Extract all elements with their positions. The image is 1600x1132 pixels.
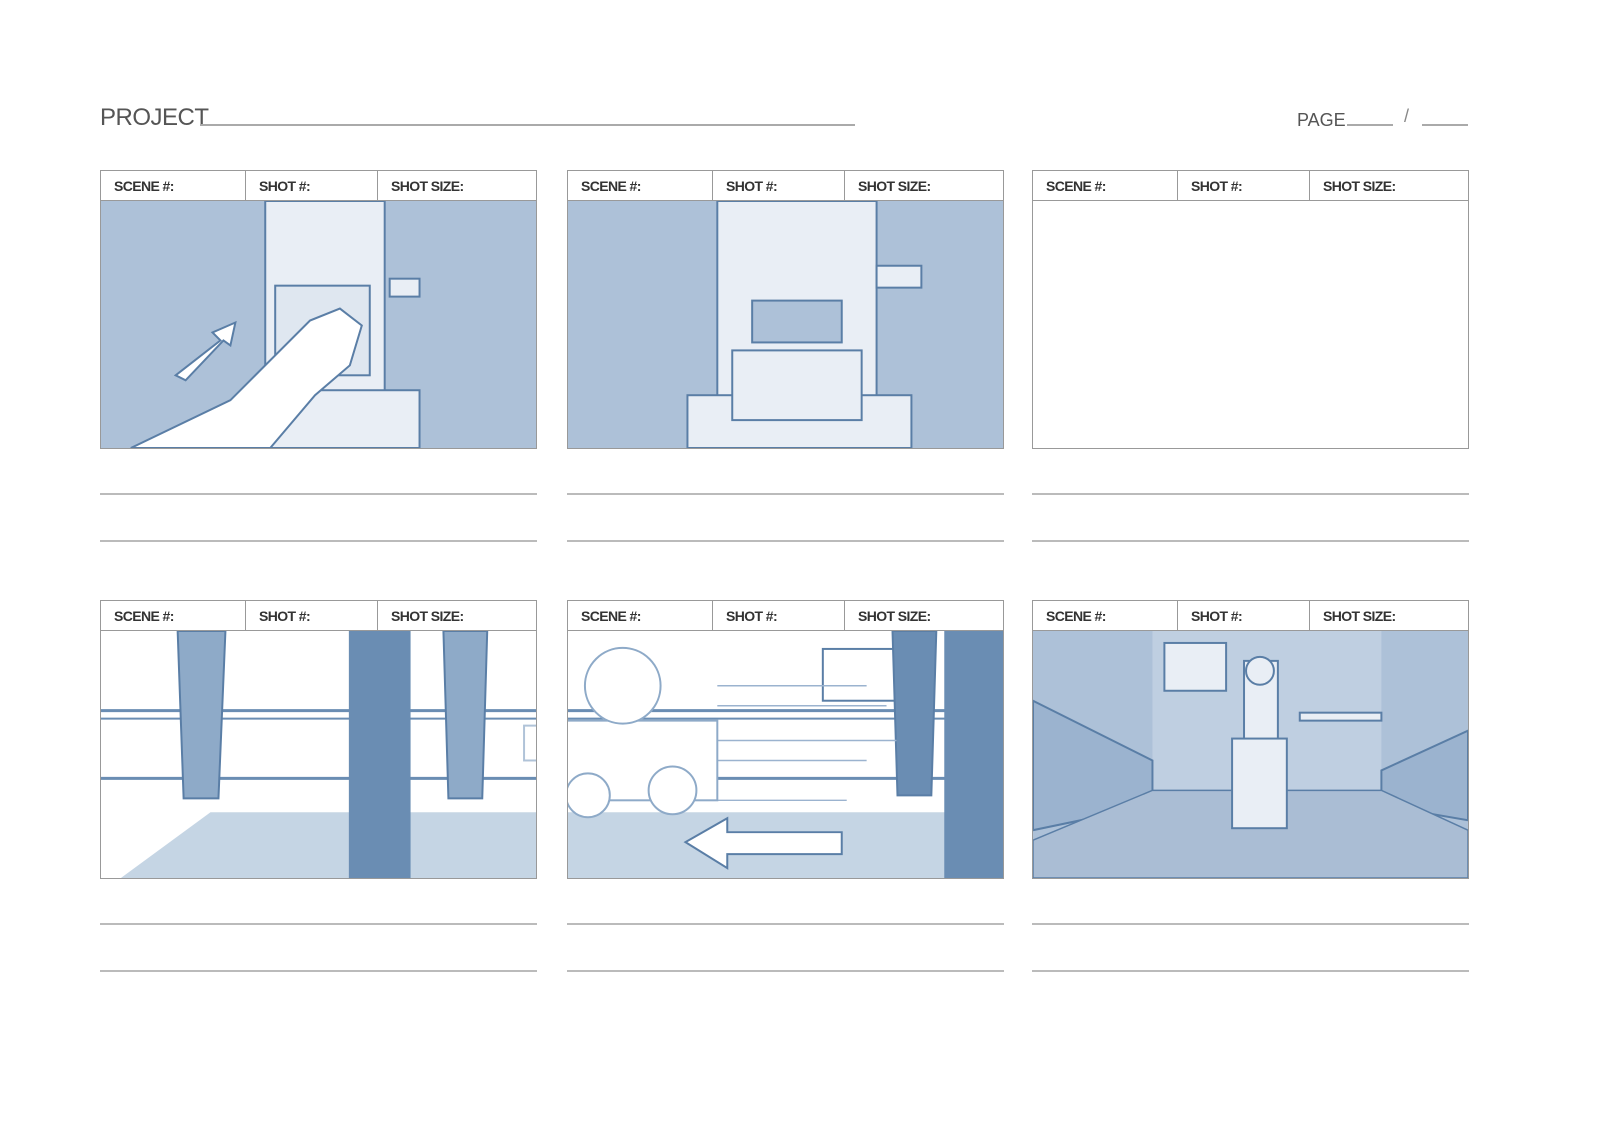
sketch-frame-hand-pressing-machine	[100, 201, 537, 449]
scene-number-field[interactable]: SCENE #:	[568, 601, 713, 630]
scene-number-field[interactable]: SCENE #:	[101, 601, 246, 630]
shot-number-field[interactable]: SHOT #:	[713, 171, 845, 200]
sketch-frame-machine-front	[567, 201, 1004, 449]
project-label: PROJECT	[100, 104, 209, 131]
notes-line[interactable]	[567, 970, 1004, 972]
shot-number-field[interactable]: SHOT #:	[246, 601, 378, 630]
shot-size-field[interactable]: SHOT SIZE:	[1323, 608, 1396, 624]
page-separator: /	[1404, 106, 1410, 126]
storyboard-panel: SCENE #: SHOT #: SHOT SIZE:	[100, 600, 537, 972]
project-name-line[interactable]	[200, 124, 855, 126]
panel-header: SCENE #: SHOT #: SHOT SIZE:	[567, 600, 1004, 631]
scene-number-field[interactable]: SCENE #:	[568, 171, 713, 200]
panel-header: SCENE #: SHOT #: SHOT SIZE:	[1032, 170, 1469, 201]
shot-size-field[interactable]: SHOT SIZE:	[858, 178, 931, 194]
panel-header: SCENE #: SHOT #: SHOT SIZE:	[100, 170, 537, 201]
notes-line[interactable]	[567, 923, 1004, 925]
panel-header: SCENE #: SHOT #: SHOT SIZE:	[567, 170, 1004, 201]
panel-header: SCENE #: SHOT #: SHOT SIZE:	[1032, 600, 1469, 631]
notes-line[interactable]	[100, 923, 537, 925]
page-label: PAGE	[1297, 110, 1346, 130]
scene-number-field[interactable]: SCENE #:	[1033, 171, 1178, 200]
shot-number-field[interactable]: SHOT #:	[713, 601, 845, 630]
notes-line[interactable]	[1032, 540, 1469, 542]
shot-size-field[interactable]: SHOT SIZE:	[858, 608, 931, 624]
notes-line[interactable]	[1032, 923, 1469, 925]
scene-number-field[interactable]: SCENE #:	[101, 171, 246, 200]
scene-number-field[interactable]: SCENE #:	[1033, 601, 1178, 630]
storyboard-panel: SCENE #: SHOT #: SHOT SIZE:	[1032, 600, 1469, 972]
shot-size-field[interactable]: SHOT SIZE:	[391, 178, 464, 194]
notes-line[interactable]	[1032, 493, 1469, 495]
notes-line[interactable]	[567, 493, 1004, 495]
storyboard-panel: SCENE #: SHOT #: SHOT SIZE:	[567, 170, 1004, 542]
sketch-frame-robot-in-room	[1032, 631, 1469, 879]
sketch-frame-truck-moving	[567, 631, 1004, 879]
notes-line[interactable]	[567, 540, 1004, 542]
shot-size-field[interactable]: SHOT SIZE:	[391, 608, 464, 624]
storyboard-panel: SCENE #: SHOT #: SHOT SIZE:	[567, 600, 1004, 972]
shot-number-field[interactable]: SHOT #:	[1178, 171, 1310, 200]
shot-number-field[interactable]: SHOT #:	[246, 171, 378, 200]
panel-header: SCENE #: SHOT #: SHOT SIZE:	[100, 600, 537, 631]
notes-line[interactable]	[100, 970, 537, 972]
page-total-line[interactable]	[1422, 124, 1468, 126]
notes-line[interactable]	[100, 540, 537, 542]
sketch-frame-table-legs	[100, 631, 537, 879]
storyboard-panel: SCENE #: SHOT #: SHOT SIZE:	[1032, 170, 1469, 542]
storyboard-panel: SCENE #: SHOT #: SHOT SIZE:	[100, 170, 537, 542]
page-number-line[interactable]	[1347, 124, 1393, 126]
notes-line[interactable]	[100, 493, 537, 495]
shot-number-field[interactable]: SHOT #:	[1178, 601, 1310, 630]
sketch-frame-empty[interactable]	[1032, 201, 1469, 449]
shot-size-field[interactable]: SHOT SIZE:	[1323, 178, 1396, 194]
notes-line[interactable]	[1032, 970, 1469, 972]
